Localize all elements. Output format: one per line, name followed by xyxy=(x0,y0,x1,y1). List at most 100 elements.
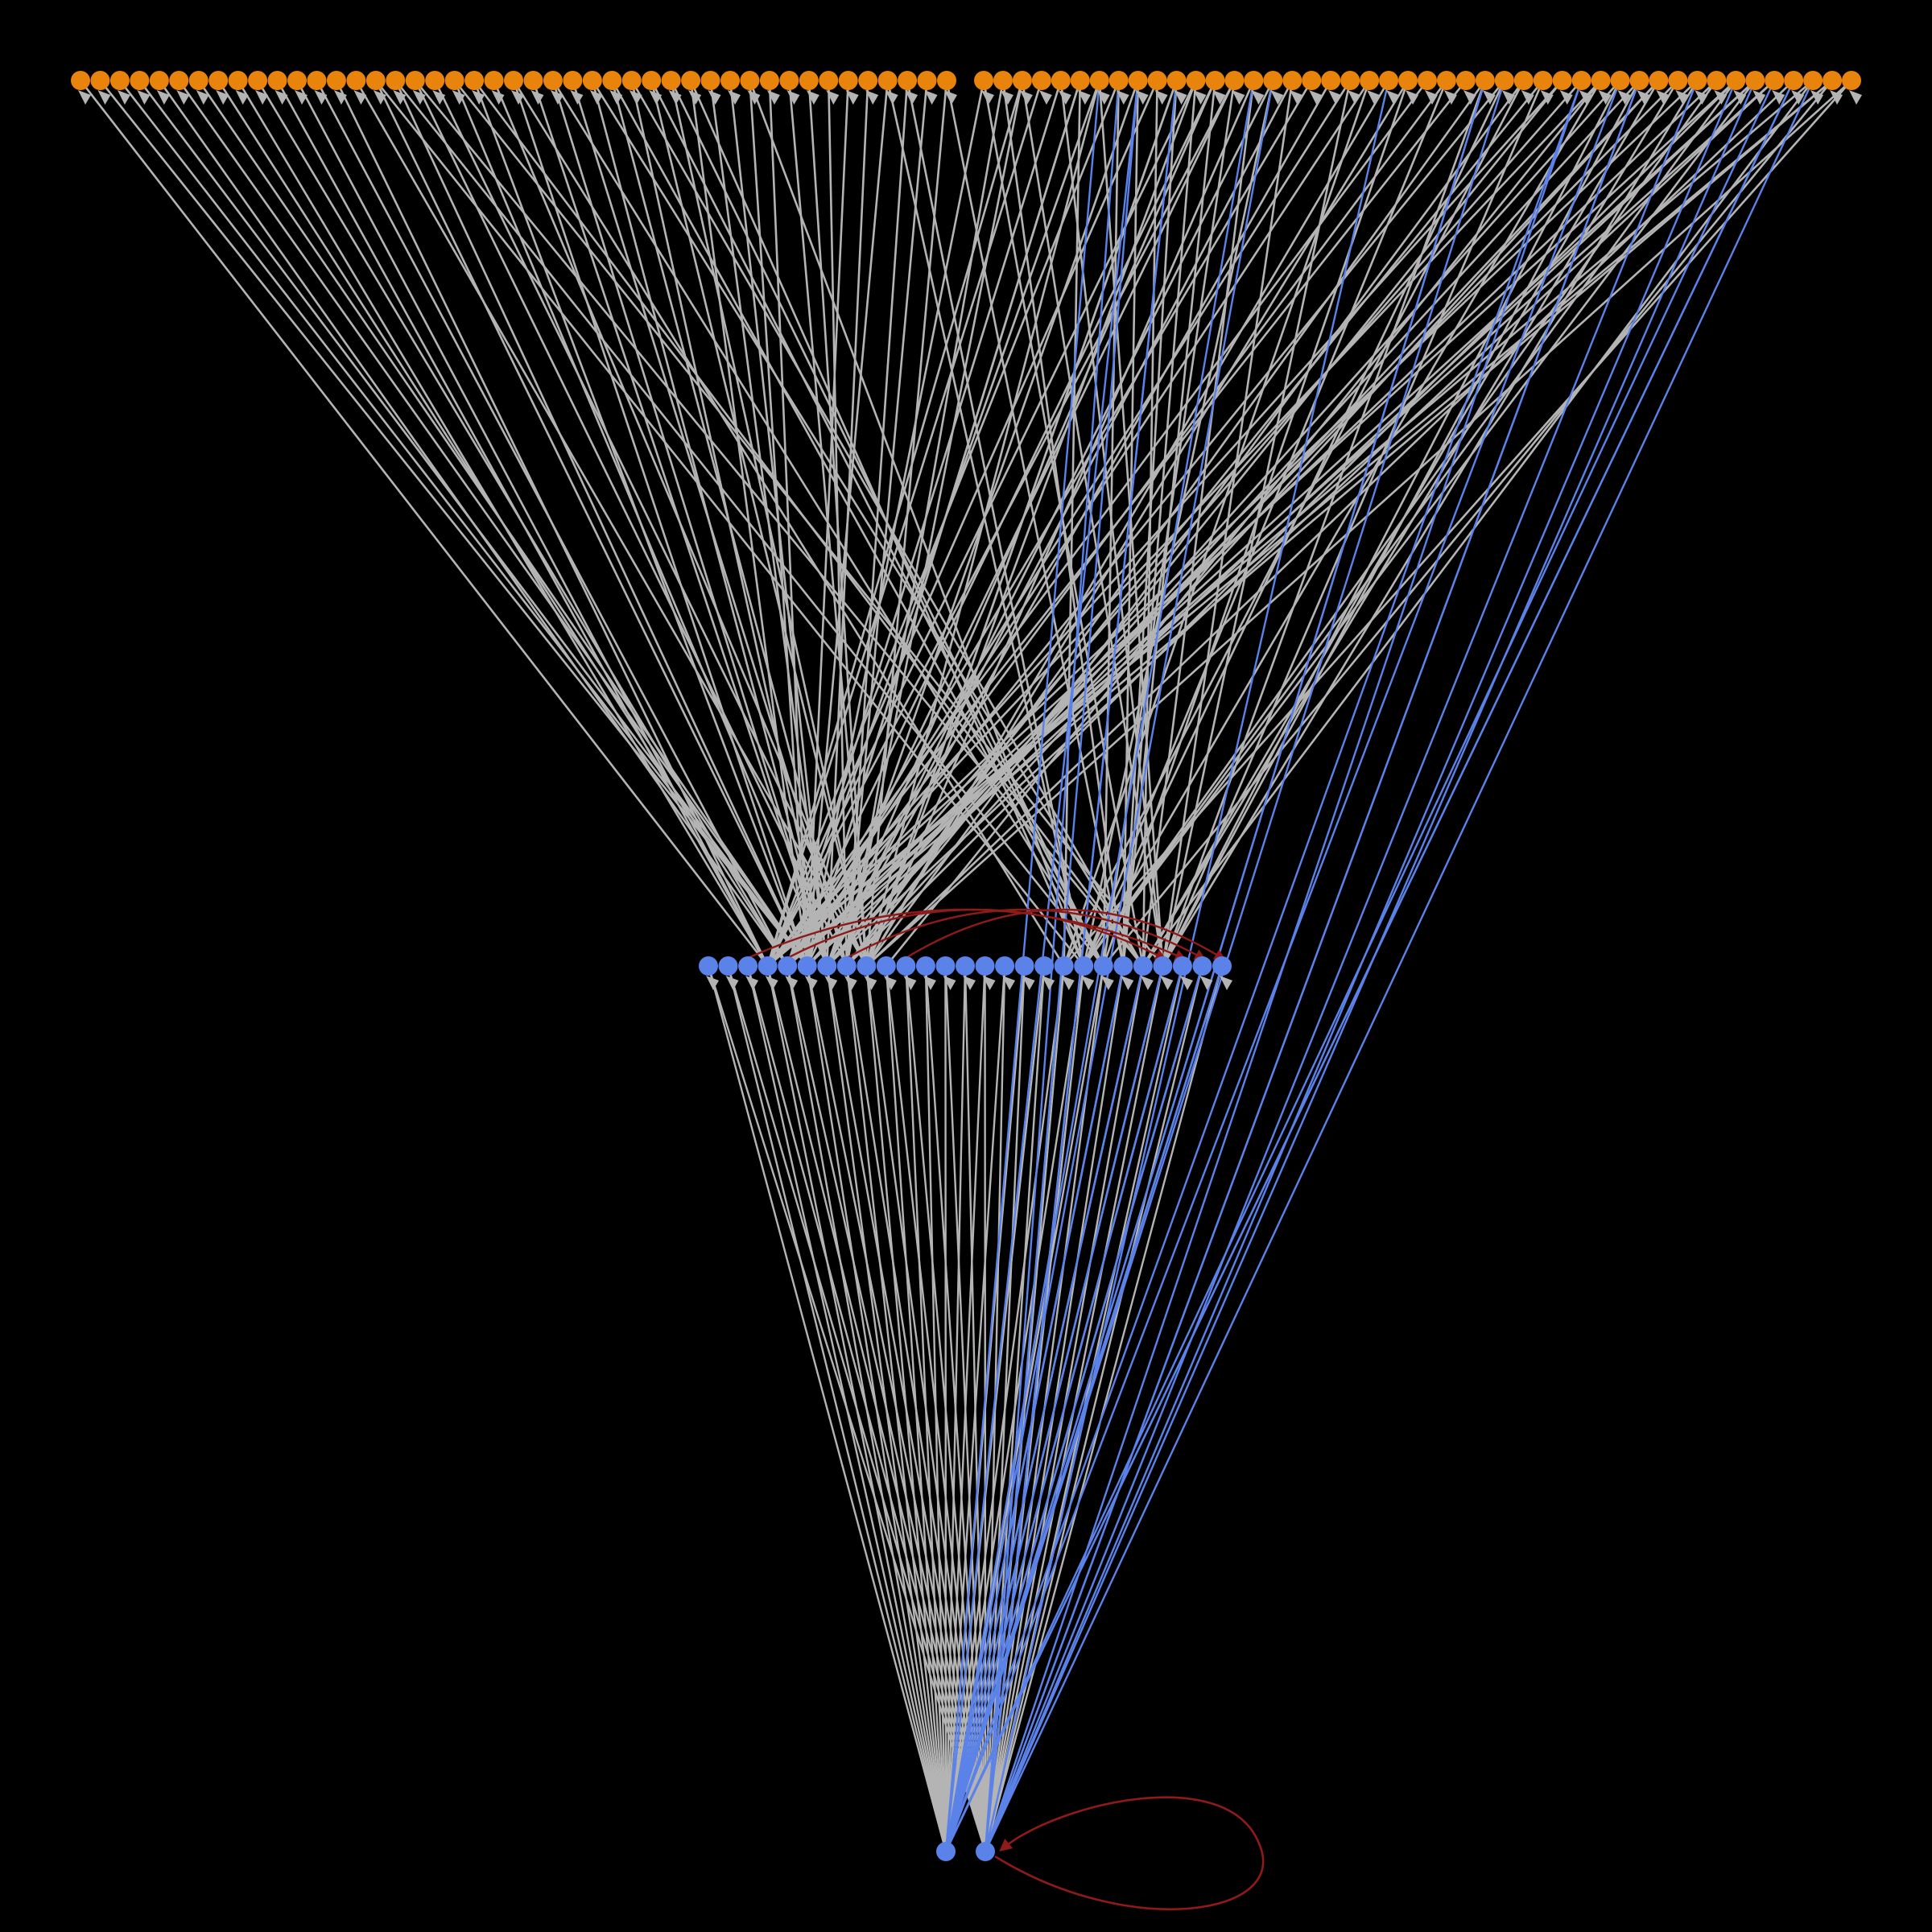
node-group xyxy=(71,71,1861,1861)
hidden-node xyxy=(995,956,1015,976)
input-node xyxy=(444,71,464,90)
arrowhead-marker xyxy=(1077,90,1091,105)
hidden-node xyxy=(1172,956,1192,976)
arrowhead-group xyxy=(78,90,1862,990)
input-node xyxy=(1765,71,1785,90)
edge-hidden-output xyxy=(865,964,947,1853)
arrowhead-marker xyxy=(1521,90,1534,105)
edge-input-hidden xyxy=(1162,79,1699,968)
edge-input-hidden xyxy=(158,79,789,968)
arrowhead-marker xyxy=(1251,90,1265,105)
arrowhead-marker xyxy=(1309,90,1323,105)
hidden-node xyxy=(1212,956,1232,976)
edge-hidden-output xyxy=(984,964,1224,1853)
edge-hidden-output xyxy=(727,964,947,1853)
arrowhead-marker xyxy=(1482,90,1496,105)
arrowhead-marker xyxy=(1598,90,1612,105)
input-node xyxy=(1070,71,1090,90)
input-node xyxy=(1031,71,1051,90)
arrowhead-marker xyxy=(1656,90,1670,105)
input-node xyxy=(917,71,937,90)
edge-hidden-output xyxy=(826,964,947,1853)
arrowhead-marker xyxy=(472,90,485,105)
arrowhead-marker xyxy=(1406,90,1419,105)
arrowhead-marker xyxy=(1042,976,1055,990)
input-node xyxy=(109,71,130,90)
edge-input-hidden xyxy=(1141,79,1814,968)
arrowhead-marker xyxy=(844,976,857,990)
edge-input-hidden xyxy=(786,79,1834,968)
edge-input-output-direct xyxy=(984,79,1641,1853)
arrowhead-marker xyxy=(943,976,956,990)
arrowhead-marker xyxy=(589,90,603,105)
edge-hidden-output-direct xyxy=(944,964,1184,1853)
edge-hidden-output-direct xyxy=(944,964,1125,1853)
edge-input-hidden xyxy=(1102,79,1834,968)
output-node xyxy=(936,1842,956,1861)
arrowhead-marker xyxy=(1367,90,1381,105)
arrowhead-marker xyxy=(963,976,976,990)
hidden-node xyxy=(1093,956,1113,976)
edge-input-hidden xyxy=(394,79,808,968)
arrowhead-marker xyxy=(333,90,347,105)
input-node xyxy=(1108,71,1129,90)
edge-input-hidden xyxy=(709,79,828,968)
arrowhead-marker xyxy=(1179,976,1193,990)
arrowhead-marker xyxy=(688,90,702,105)
input-node xyxy=(326,71,346,90)
input-node xyxy=(1186,71,1206,90)
edge-hidden-output xyxy=(786,964,947,1853)
input-node xyxy=(1302,71,1322,90)
arrowhead-marker xyxy=(1081,976,1095,990)
input-node xyxy=(1224,71,1245,90)
edge-input-hidden xyxy=(1102,79,1120,968)
arrowhead-marker xyxy=(708,90,721,105)
edge-group-default xyxy=(79,79,1853,1853)
hidden-node xyxy=(836,956,857,976)
input-node xyxy=(993,71,1013,90)
edge-input-hidden xyxy=(512,79,808,968)
input-node xyxy=(700,71,720,90)
input-node xyxy=(1533,71,1553,90)
edge-input-hidden xyxy=(825,79,1294,968)
edge-group-recurrent xyxy=(747,908,1265,1911)
arrowhead-marker xyxy=(706,976,719,990)
input-node xyxy=(267,71,287,90)
hidden-node xyxy=(975,956,995,976)
arrowhead-marker xyxy=(235,90,249,105)
arrowhead-marker xyxy=(1096,90,1110,105)
arrowhead-marker xyxy=(1154,90,1168,105)
edge-input-hidden xyxy=(766,79,1236,968)
arrowhead-marker xyxy=(649,90,663,105)
arrowhead-marker xyxy=(176,90,190,105)
input-node xyxy=(1803,71,1823,90)
input-node xyxy=(799,71,819,90)
edge-input-hidden xyxy=(906,79,1085,968)
edge-input-hidden xyxy=(1063,79,1853,968)
arrowhead-marker xyxy=(1559,90,1573,105)
input-node xyxy=(1051,71,1071,90)
input-node xyxy=(90,71,110,90)
edge-hidden-output xyxy=(944,964,947,1853)
edge-input-hidden xyxy=(766,79,1043,968)
input-node xyxy=(504,71,523,90)
hidden-node xyxy=(797,956,817,976)
input-node xyxy=(819,71,839,90)
input-node xyxy=(602,71,622,90)
arrowhead-marker xyxy=(824,976,838,990)
edge-input-hidden xyxy=(177,79,808,968)
hidden-node xyxy=(935,956,956,976)
arrowhead-marker xyxy=(903,976,917,990)
arrowhead-marker xyxy=(452,90,465,105)
edge-hidden-output xyxy=(845,964,947,1853)
edge-input-output-direct xyxy=(984,79,1814,1853)
arrowhead-marker xyxy=(275,90,288,105)
input-node xyxy=(642,71,662,90)
arrowhead-marker xyxy=(156,90,170,105)
input-node xyxy=(1687,71,1707,90)
input-node xyxy=(149,71,169,90)
edge-input-hidden xyxy=(532,79,828,968)
edge-hidden-output-direct xyxy=(944,964,1224,1853)
edge-input-hidden xyxy=(1162,79,1621,968)
arrowhead-marker xyxy=(1637,90,1650,105)
